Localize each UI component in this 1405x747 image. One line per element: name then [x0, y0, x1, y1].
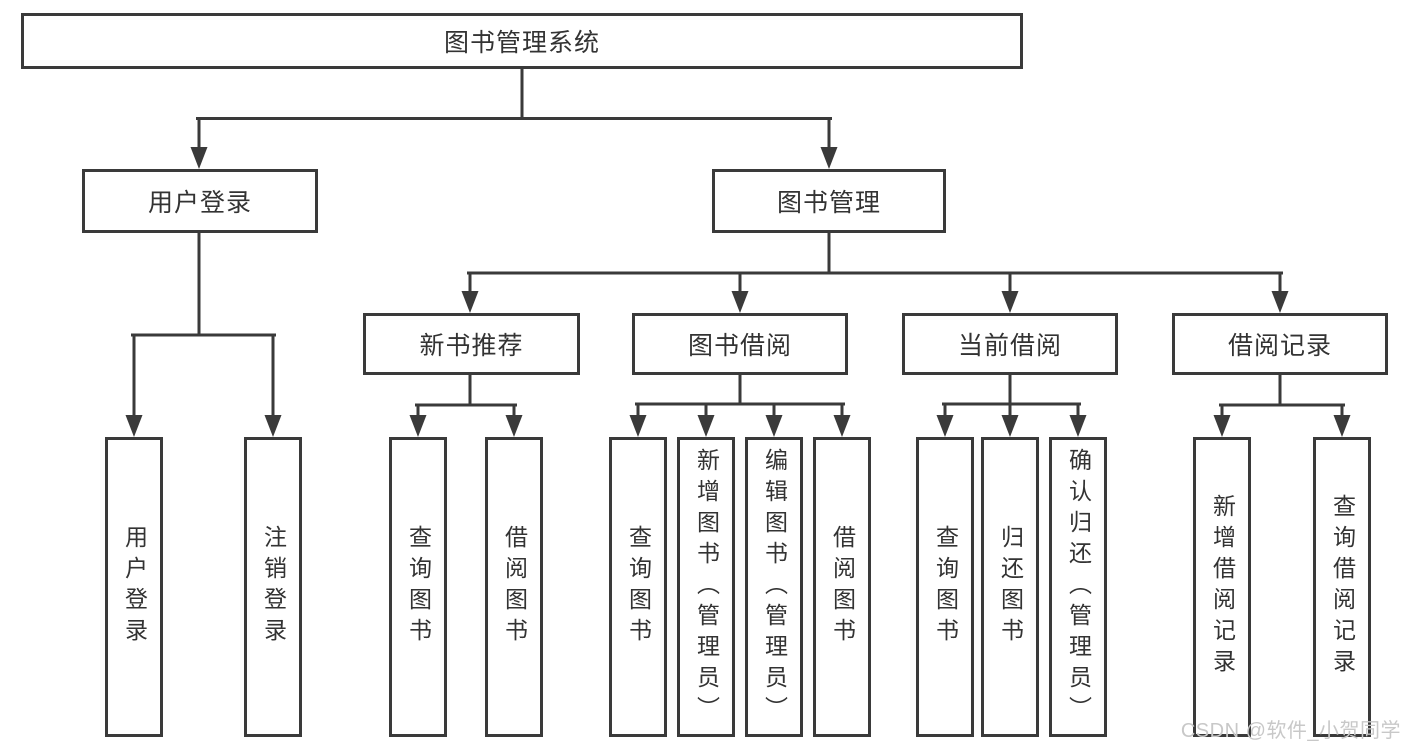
node-new-book-recommend: 新书推荐	[363, 313, 580, 375]
leaf-cb-confirm-return-admin-label: 确认归还（管理员）	[1065, 447, 1092, 727]
node-current-borrow: 当前借阅	[902, 313, 1118, 375]
node-book-borrow: 图书借阅	[632, 313, 848, 375]
connector-book-management	[467, 231, 1283, 296]
leaf-nb-borrow-books-label: 借阅图书	[501, 525, 528, 649]
leaf-bb-query-books: 查询图书	[609, 437, 667, 737]
leaf-cb-query-books-label: 查询图书	[932, 525, 959, 649]
leaf-bb-query-books-label: 查询图书	[625, 525, 652, 649]
connector-new-book-recommend	[415, 373, 517, 420]
connector-book-borrow	[635, 373, 845, 420]
leaf-nb-query-books: 查询图书	[389, 437, 447, 737]
node-borrow-records: 借阅记录	[1172, 313, 1388, 375]
leaf-cb-return-books-label: 归还图书	[997, 525, 1024, 649]
leaf-cb-query-books: 查询图书	[916, 437, 974, 737]
leaf-bb-add-books-admin: 新增图书（管理员）	[677, 437, 735, 737]
connector-root	[196, 67, 832, 152]
leaf-nb-borrow-books: 借阅图书	[485, 437, 543, 737]
arrowheads	[125, 147, 1351, 437]
node-user-login: 用户登录	[82, 169, 318, 233]
leaf-bb-borrow-books: 借阅图书	[813, 437, 871, 737]
node-book-borrow-label: 图书借阅	[687, 332, 792, 360]
connector-current-borrow	[942, 373, 1081, 420]
node-book-management: 图书管理	[712, 169, 946, 233]
leaf-nb-query-books-label: 查询图书	[405, 525, 432, 649]
watermark: CSDN @软件_小贺同学	[1180, 720, 1401, 742]
leaf-br-query-record: 查询借阅记录	[1313, 437, 1371, 737]
leaf-bb-add-books-admin-label: 新增图书（管理员）	[693, 447, 720, 727]
leaf-br-add-record-label: 新增借阅记录	[1209, 494, 1236, 680]
leaf-user-login-label: 用户登录	[121, 525, 148, 649]
leaf-br-add-record: 新增借阅记录	[1193, 437, 1251, 737]
leaf-bb-borrow-books-label: 借阅图书	[829, 525, 856, 649]
leaf-logout-label: 注销登录	[260, 525, 287, 649]
leaf-cb-return-books: 归还图书	[981, 437, 1039, 737]
leaf-logout: 注销登录	[244, 437, 302, 737]
leaf-br-query-record-label: 查询借阅记录	[1329, 494, 1356, 680]
node-new-book-recommend-label: 新书推荐	[419, 332, 524, 360]
node-root-label: 图书管理系统	[443, 29, 600, 57]
node-user-login-label: 用户登录	[147, 189, 252, 217]
leaf-cb-confirm-return-admin: 确认归还（管理员）	[1049, 437, 1107, 737]
node-book-management-label: 图书管理	[776, 189, 881, 217]
leaf-bb-edit-books-admin-label: 编辑图书（管理员）	[761, 447, 788, 727]
leaf-bb-edit-books-admin: 编辑图书（管理员）	[745, 437, 803, 737]
leaf-user-login: 用户登录	[105, 437, 163, 737]
node-current-borrow-label: 当前借阅	[957, 332, 1062, 360]
node-root: 图书管理系统	[21, 13, 1023, 69]
connector-user-login	[131, 231, 276, 420]
connector-borrow-records	[1219, 373, 1345, 420]
node-borrow-records-label: 借阅记录	[1227, 332, 1332, 360]
